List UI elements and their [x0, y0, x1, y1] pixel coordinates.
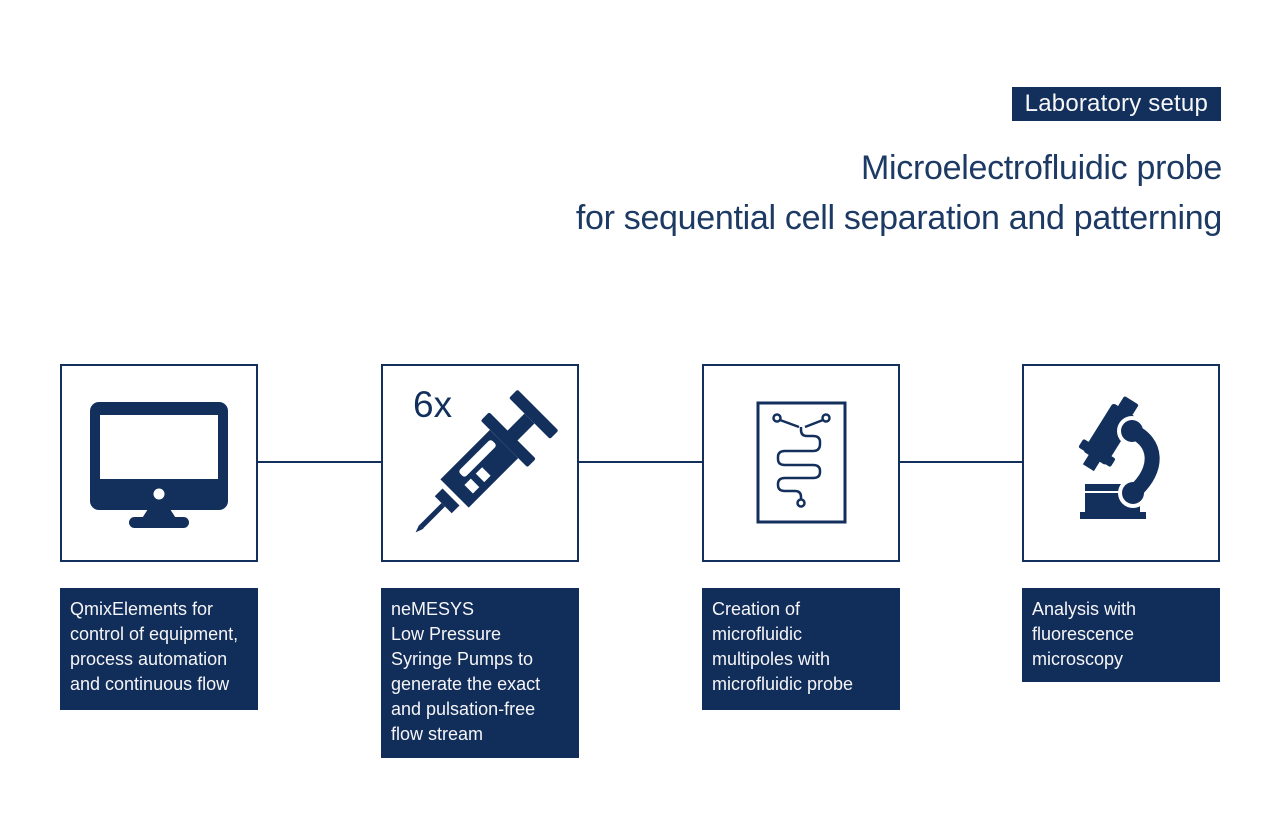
syringe-icon [415, 390, 558, 533]
title-line-1: Microelectrofluidic probe [861, 149, 1222, 187]
connector-line-3 [900, 461, 1022, 463]
step-box-software [60, 364, 258, 562]
step-box-microfluidic-probe [702, 364, 900, 562]
microscope-icon [1078, 396, 1160, 519]
step-box-microscopy [1022, 364, 1220, 562]
syringe-count-label: 6x [413, 384, 453, 425]
computer-monitor-icon [90, 402, 228, 528]
caption-microfluidic-multipoles: Creation of microfluidic multipoles with… [702, 588, 900, 710]
connector-line-1 [258, 461, 381, 463]
caption-nemesys-pumps: neMESYS Low Pressure Syringe Pumps to ge… [381, 588, 579, 758]
page-title: Microelectrofluidic probe for sequential… [200, 143, 1222, 243]
connector-line-2 [579, 461, 702, 463]
microfluidic-chip-icon [756, 401, 847, 524]
caption-fluorescence-microscopy: Analysis with fluorescence microscopy [1022, 588, 1220, 682]
title-line-2: for sequential cell separation and patte… [575, 199, 1222, 237]
caption-qmix-elements: QmixElements for control of equipment, p… [60, 588, 258, 710]
step-box-syringe-pumps: 6x [381, 364, 579, 562]
badge-laboratory-setup: Laboratory setup [1011, 87, 1221, 121]
